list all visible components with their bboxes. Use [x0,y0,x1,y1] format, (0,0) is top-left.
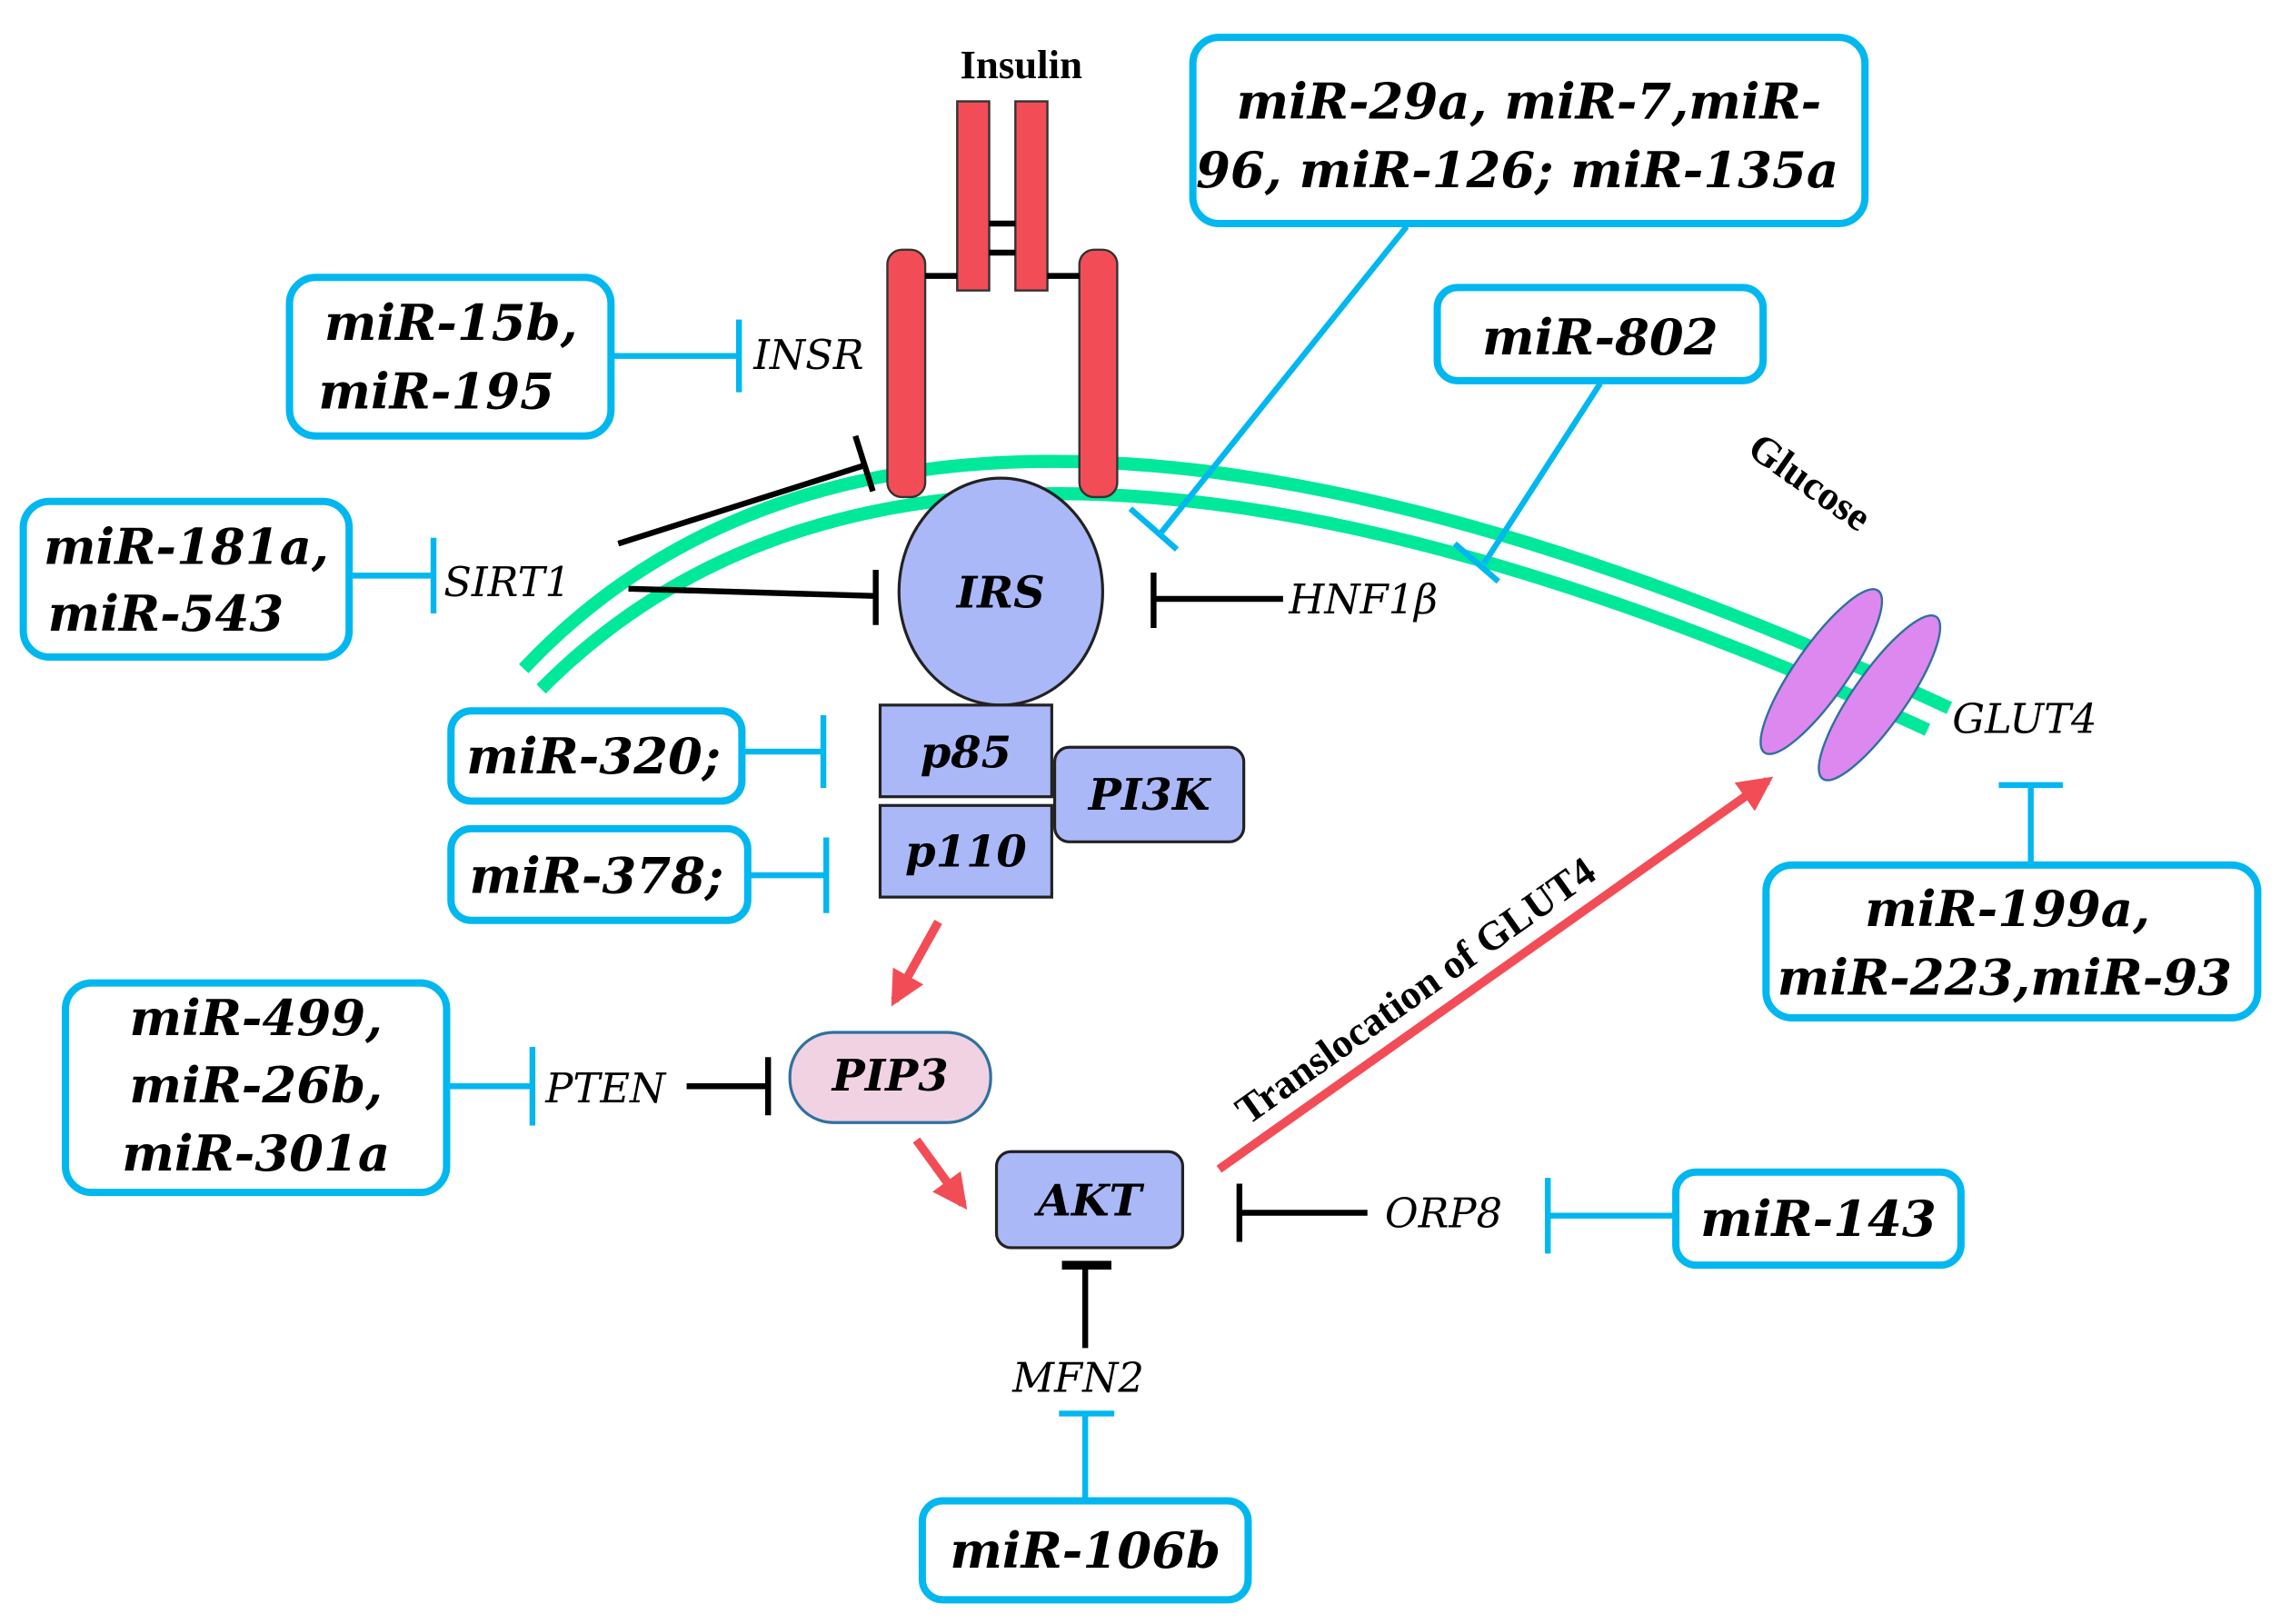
mfn2-label: MFN2 [1011,1353,1144,1401]
mirna-box-p85: miR-320; [447,707,827,805]
pi3k-label: PI3K [1087,770,1212,821]
svg-text:miR-802: miR-802 [1482,308,1718,366]
irs-node: IRS [897,476,1104,707]
svg-text:miR-181a,: miR-181a, [44,518,329,576]
mirna-box-hnf1b: miR-802 [1433,284,1768,584]
mirna-box-pten: miR-499, miR-26b, miR-301a [62,979,536,1197]
mirna-box-irs: miR-29a, miR-7,miR- 96, miR-126; miR-135… [1128,34,1869,552]
p110-label: p110 [905,827,1027,878]
cell-membrane [519,454,1953,736]
mirna-box-p110: miR-378; [447,824,830,924]
svg-text:96, miR-126; miR-135a: 96, miR-126; miR-135a [1196,141,1838,199]
sirt1-label: SIRT1 [443,558,571,606]
svg-text:miR-195: miR-195 [318,362,554,420]
orp8-inhibition [1236,1183,1368,1242]
svg-text:miR-320;: miR-320; [466,727,721,785]
insulin-receptor [886,100,1119,499]
pi3k-complex: p85 p110 PI3K [878,703,1246,899]
hnf1b-inhibition [1150,573,1283,629]
insulin-label: Insulin [960,42,1082,87]
svg-text:miR-143: miR-143 [1700,1190,1937,1248]
glucose-label: Glucose [1740,423,1879,540]
translocation-label: Translocation of GLUT4 [1227,848,1603,1133]
mirna-box-orp8: miR-143 [1545,1168,1965,1270]
glut4-label: GLUT4 [1952,694,2097,742]
svg-text:PIP3: PIP3 [831,1051,949,1101]
mirna-box-mfn2: miR-106b [918,1410,1252,1604]
svg-text:miR-199a,: miR-199a, [1865,880,2150,938]
p85-label: p85 [921,728,1011,779]
mirna-box-sirt1: miR-181a, miR-543 [19,497,437,662]
svg-text:miR-301a: miR-301a [122,1124,390,1182]
svg-text:miR-26b,: miR-26b, [129,1056,383,1114]
insr-label: INSR [752,331,863,379]
svg-text:miR-29a, miR-7,miR-: miR-29a, miR-7,miR- [1237,73,1822,131]
akt-node: AKT [994,1150,1185,1250]
pten-inhibition [686,1057,772,1116]
pip3-to-akt-arrow [912,1137,968,1211]
glut4-transporter [1759,588,1942,782]
svg-text:miR-106b: miR-106b [950,1521,1220,1579]
pten-label: PTEN [544,1064,667,1112]
svg-text:miR-499,: miR-499, [129,989,383,1047]
mirna-box-glut4: miR-199a, miR-223,miR-93 [1762,782,2262,1022]
svg-text:miR-378;: miR-378; [469,846,723,904]
sirt1-inhibition [617,434,879,625]
svg-text:miR-223,miR-93: miR-223,miR-93 [1778,948,2232,1006]
mfn2-inhibition [1061,1260,1111,1349]
pip3-node: PIP3 [788,1031,992,1124]
svg-text:IRS: IRS [955,568,1045,619]
orp8-label: ORP8 [1385,1190,1502,1238]
hnf1b-label: HNF1β [1288,575,1438,623]
svg-text:miR-543: miR-543 [48,584,284,643]
svg-text:miR-15b,: miR-15b, [324,294,578,352]
pi3k-to-pip3-arrow [891,920,942,1007]
mirna-box-insr: miR-15b, miR-195 [285,274,742,440]
glut4-translocation-arrow [1216,776,1774,1173]
svg-text:AKT: AKT [1034,1176,1145,1227]
